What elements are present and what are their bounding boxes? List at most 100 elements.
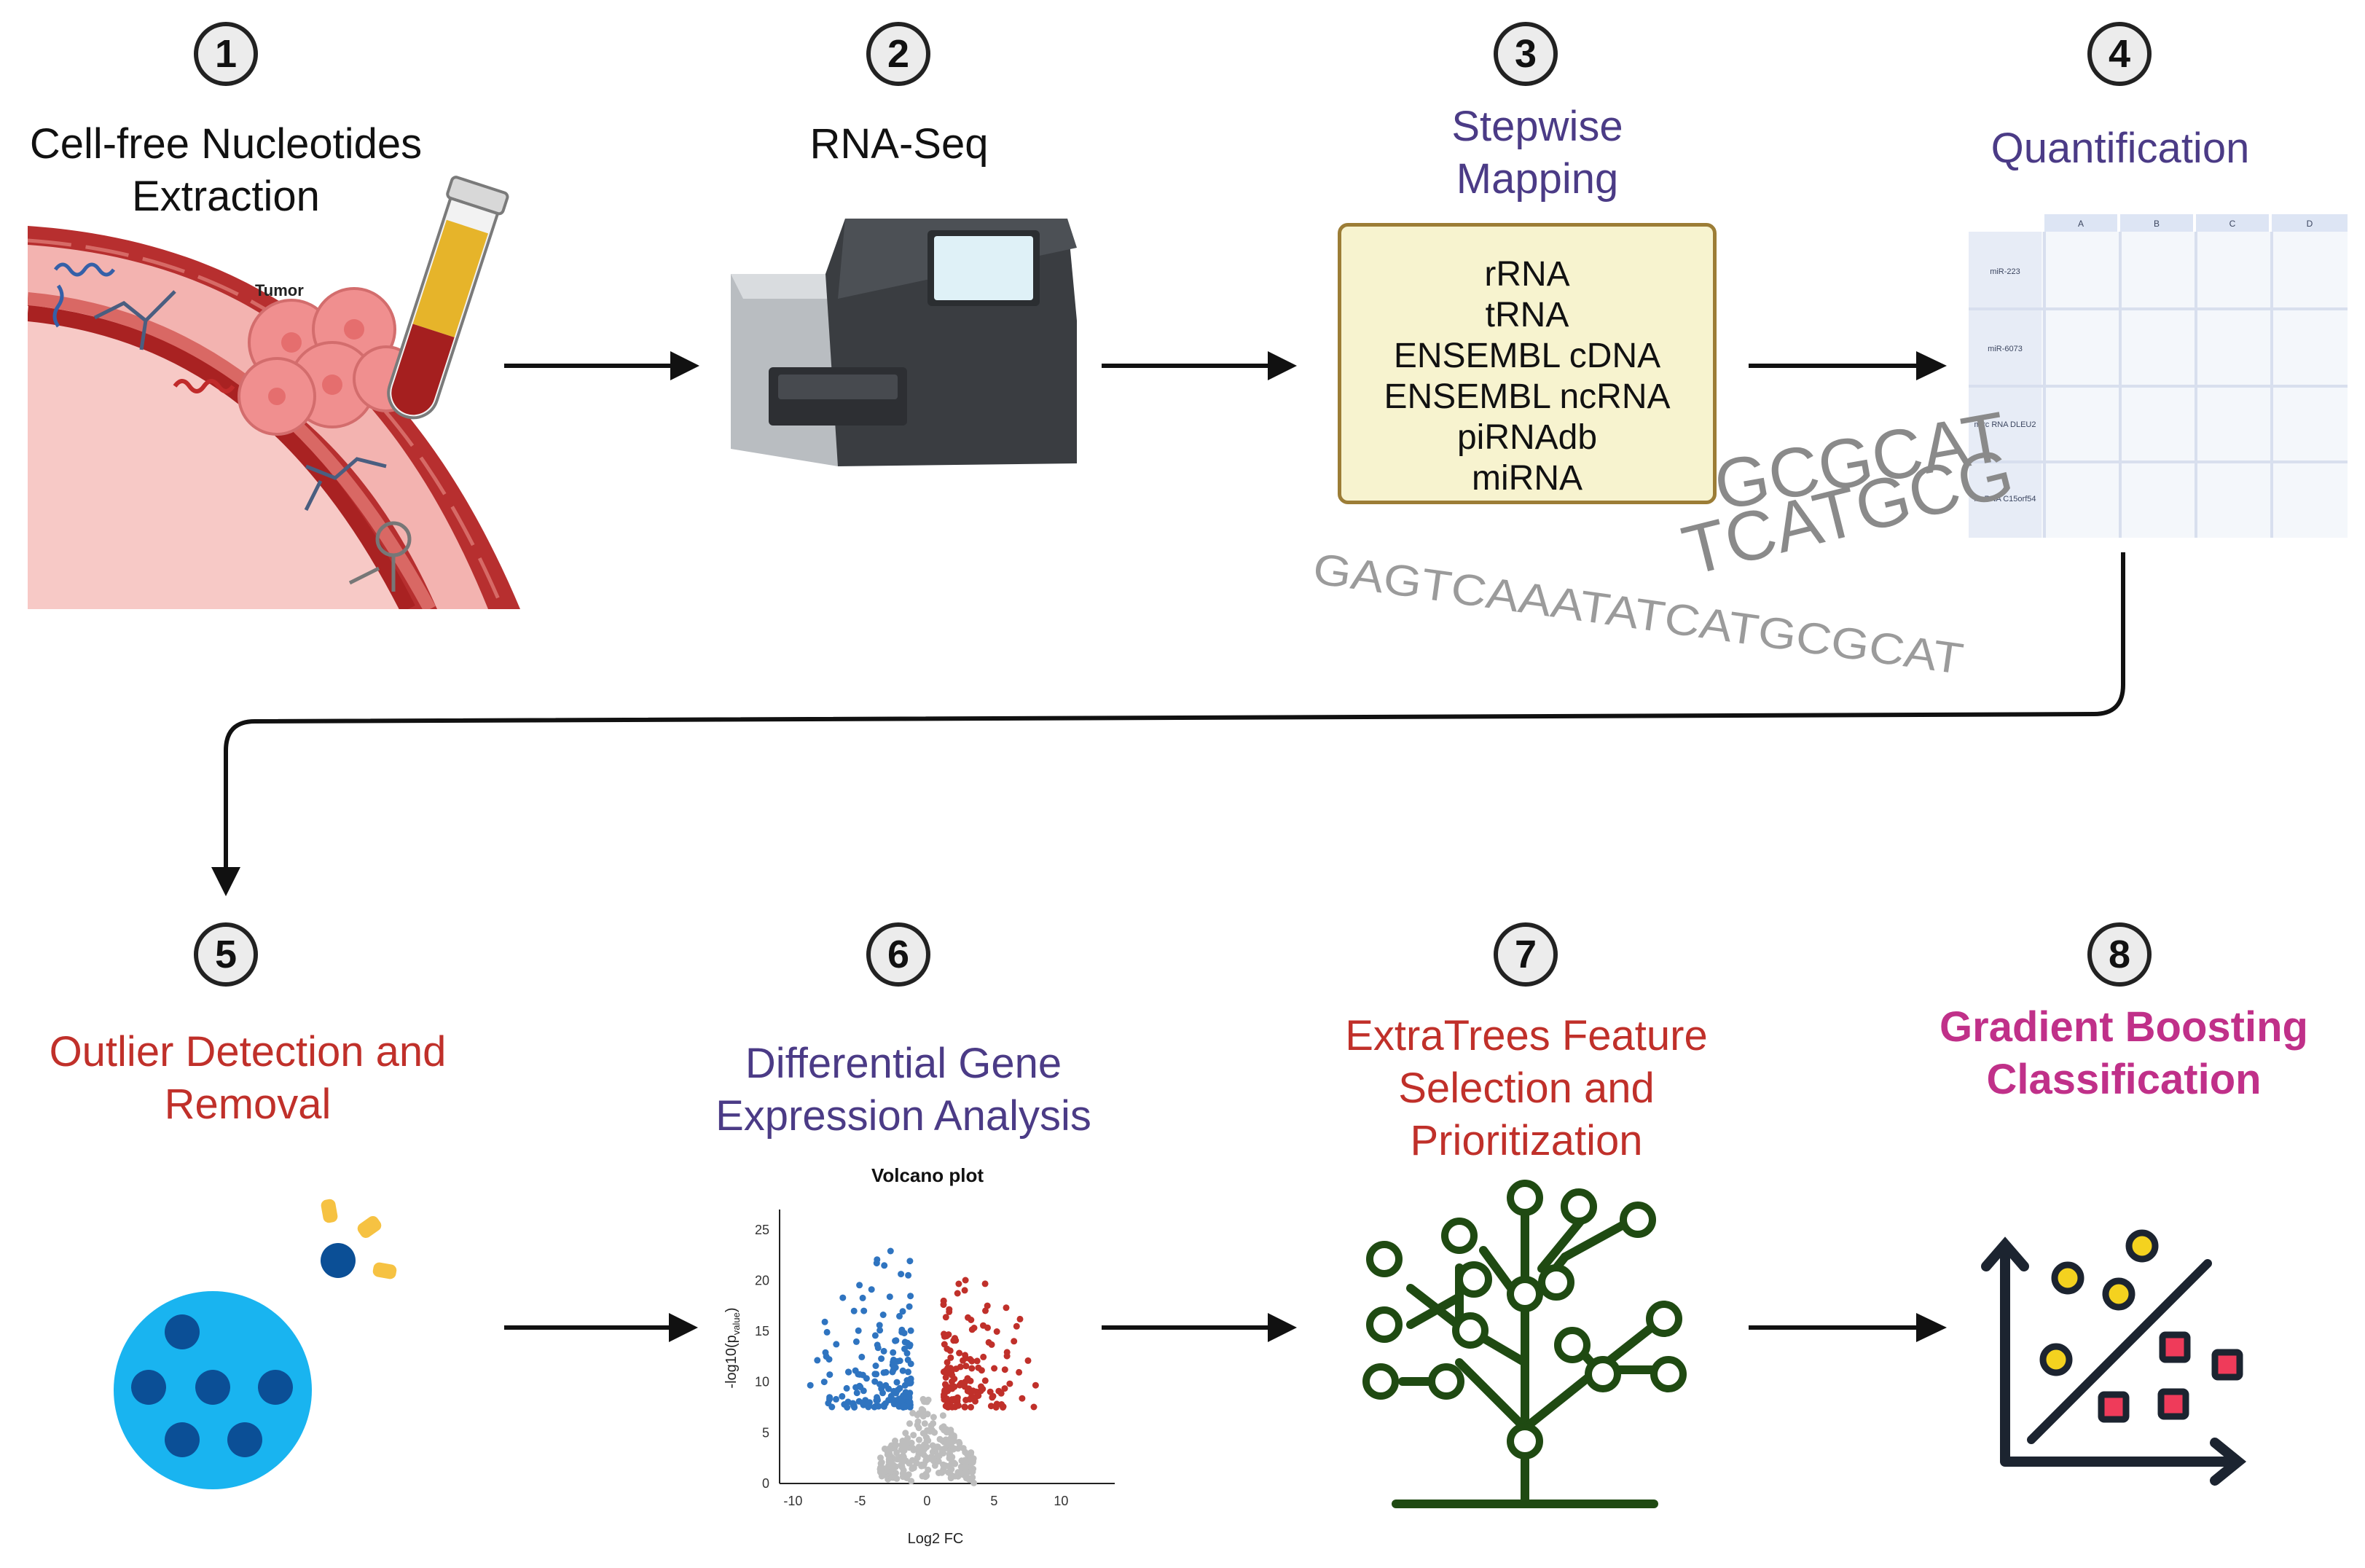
volcano-point-up (943, 1369, 950, 1376)
volcano-point-down (876, 1327, 884, 1334)
volcano-point-ns (925, 1466, 932, 1473)
volcano-point-down (814, 1357, 821, 1364)
volcano-ylabel: -log10(pvalue) (723, 1307, 742, 1388)
volcano-point-ns (935, 1470, 942, 1476)
volcano-xlabel: Log2 FC (908, 1531, 964, 1547)
volcano-xtick-label: -10 (783, 1494, 802, 1508)
step-4-number: 4 (2087, 22, 2152, 86)
volcano-point-down (901, 1330, 908, 1337)
volcano-point-up (973, 1357, 981, 1365)
volcano-point-down (871, 1378, 879, 1385)
volcano-point-ns (900, 1467, 907, 1474)
volcano-point-down (876, 1381, 883, 1388)
tumor-label: Tumor (255, 281, 304, 299)
volcano-point-ns (939, 1412, 946, 1419)
volcano-point-down (893, 1337, 900, 1344)
volcano-point-down (899, 1367, 906, 1374)
volcano-point-down (858, 1353, 866, 1360)
quant-col-d: D (2307, 219, 2313, 229)
volcano-point-ns (968, 1475, 975, 1482)
volcano-point-ns (925, 1437, 932, 1444)
volcano-points (807, 1247, 1039, 1486)
step-7-title-line-2: Selection and (1398, 1065, 1655, 1112)
volcano-point-down (857, 1384, 864, 1390)
volcano-point-up (946, 1306, 953, 1313)
volcano-point-down (878, 1355, 885, 1363)
volcano-point-ns (948, 1459, 955, 1467)
db-rrna: rRNA (1484, 255, 1570, 294)
volcano-point-down (871, 1371, 879, 1378)
volcano-point-down (881, 1262, 888, 1269)
connector-arrowhead (211, 867, 240, 896)
quant-col-b: B (2154, 219, 2160, 229)
step-5-title: Outlier Detection and Removal (15, 1026, 481, 1131)
volcano-point-up (972, 1398, 978, 1405)
volcano-point-ns (961, 1457, 968, 1464)
step-4-title: Quantification (1931, 122, 2310, 175)
volcano-point-ns (914, 1411, 921, 1419)
volcano-point-down (856, 1282, 863, 1289)
volcano-xtick-label: 10 (1054, 1494, 1068, 1508)
volcano-point-up (995, 1387, 1003, 1395)
step-6-title-line-2: Expression Analysis (715, 1092, 1091, 1140)
volcano-title: Volcano plot (871, 1164, 984, 1186)
volcano-point-down (826, 1396, 833, 1403)
volcano-point-ns (900, 1453, 907, 1460)
quant-col-c: C (2229, 219, 2236, 229)
step-2-title-line-1: RNA-Seq (809, 120, 989, 168)
volcano-point-ns (914, 1418, 922, 1425)
volcano-ytick-label: 5 (762, 1425, 769, 1440)
volcano-point-up (961, 1403, 968, 1411)
volcano-point-up (975, 1364, 982, 1371)
volcano-point-up (987, 1403, 995, 1410)
volcano-point-ns (877, 1454, 884, 1462)
volcano-point-up (942, 1314, 949, 1321)
volcano-point-down (823, 1353, 830, 1360)
step-8-title: Gradient Boosting Classification (1909, 1001, 2339, 1106)
volcano-point-down (851, 1404, 858, 1411)
volcano-point-up (945, 1403, 952, 1411)
scatter-classification-icon (1981, 1229, 2247, 1486)
volcano-point-ns (904, 1435, 911, 1442)
volcano-point-down (907, 1327, 914, 1334)
step-1-title-line-2: Extraction (132, 173, 320, 220)
volcano-point-ns (936, 1435, 944, 1443)
volcano-point-down (887, 1392, 895, 1400)
volcano-point-ns (922, 1457, 930, 1465)
volcano-point-ns (881, 1445, 888, 1452)
volcano-point-up (1016, 1315, 1024, 1322)
db-ensembl-ncrna: ENSEMBL ncRNA (1384, 377, 1671, 416)
step-5-title-line-2: Removal (164, 1081, 332, 1128)
volcano-point-down (860, 1307, 868, 1314)
step-8-title-line-2: Classification (1986, 1056, 2262, 1103)
volcano-point-up (1001, 1366, 1008, 1373)
volcano-point-ns (921, 1430, 928, 1438)
step-3-title-line-1: Stepwise (1451, 103, 1623, 150)
volcano-point-down (904, 1356, 911, 1363)
volcano-point-ns (920, 1462, 927, 1469)
volcano-point-up (943, 1395, 950, 1403)
volcano-point-up (993, 1328, 1000, 1335)
volcano-point-ns (906, 1420, 913, 1427)
volcano-point-ns (903, 1440, 911, 1446)
volcano-point-ns (930, 1414, 937, 1421)
volcano-point-up (947, 1354, 954, 1361)
volcano-point-up (967, 1377, 974, 1384)
volcano-point-up (1019, 1395, 1026, 1402)
volcano-point-ns (948, 1442, 955, 1449)
volcano-point-up (962, 1397, 970, 1403)
step-1-number: 1 (194, 22, 258, 86)
volcano-point-down (879, 1389, 886, 1397)
volcano-ytick-label: 0 (762, 1476, 769, 1491)
volcano-point-down (882, 1381, 890, 1389)
volcano-point-up (975, 1392, 982, 1399)
volcano-point-ns (921, 1446, 928, 1453)
volcano-point-down (896, 1357, 903, 1365)
volcano-point-down (850, 1307, 858, 1314)
volcano-point-down (855, 1327, 862, 1334)
volcano-point-up (1030, 1403, 1038, 1411)
volcano-point-down (882, 1400, 889, 1407)
volcano-point-ns (947, 1471, 954, 1478)
volcano-point-ns (909, 1445, 917, 1452)
